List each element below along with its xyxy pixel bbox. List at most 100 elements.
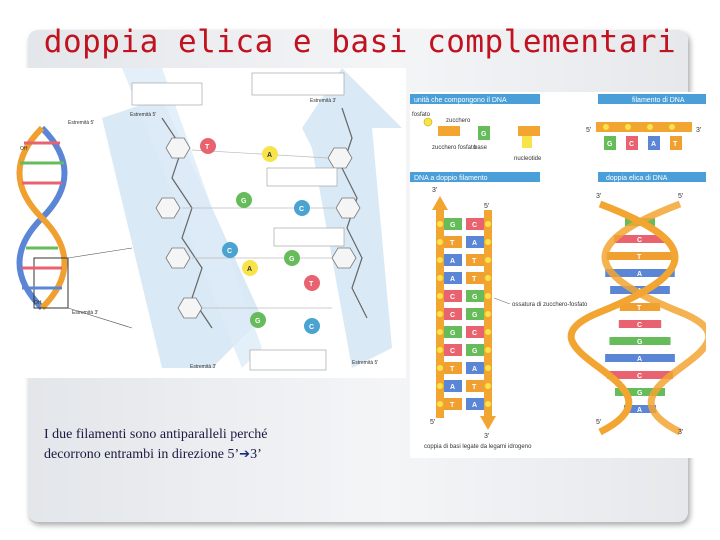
label-nucleotide: nucleotide (514, 156, 542, 162)
ladder-phosphate-left-4 (437, 275, 443, 281)
ladder-phosphate-left-10 (437, 383, 443, 389)
filament-base-3: A (651, 141, 656, 148)
helix-base-letter-12: A (637, 407, 642, 414)
svg-text:G: G (481, 131, 487, 138)
caption-line-2-suffix: 3’ (250, 447, 262, 462)
ladder-phosphate-left-2 (437, 239, 443, 245)
base-letter-10: C (309, 324, 314, 331)
ladder-phosphate-right-6 (485, 311, 491, 317)
callout-box-2 (252, 73, 344, 95)
ladder-end-5-bottom: 5' (430, 419, 435, 426)
ladder-base-letter-right-10: T (472, 384, 477, 391)
caption-line-1: I due filamenti sono antiparalleli perch… (44, 427, 268, 442)
ladder-base-letter-left-3: A (450, 258, 455, 265)
ladder-base-letter-right-1: C (472, 222, 477, 229)
base-letter-4: C (299, 206, 304, 213)
helix-base-letter-3: T (637, 254, 642, 261)
ladder-phosphate-left-1 (437, 221, 443, 227)
helix-base-letter-11: G (637, 390, 643, 397)
dna-double-helix: GCTAATCGACGA (571, 204, 706, 432)
end-label-top-right: Estremità 3' (310, 98, 336, 104)
helix-base-letter-7: C (637, 322, 642, 329)
base-letter-2: A (267, 152, 272, 159)
nucleotide-sugar (518, 126, 540, 136)
mini-helix (20, 128, 69, 308)
filament-base-4: T (673, 141, 678, 148)
filament-end-5: 5' (586, 127, 591, 134)
ladder-base-letter-right-4: T (472, 276, 477, 283)
ladder-end-3-top: 3' (432, 187, 437, 194)
dna-molecular-figure: Estremità 5' Estremità 3' OH OH (12, 68, 406, 378)
caption: I due filamenti sono antiparalleli perch… (44, 425, 384, 465)
base-letter-7: A (247, 266, 252, 273)
ladder-phosphate-right-10 (485, 383, 491, 389)
header-units: unità che compongono il DNA (414, 97, 507, 104)
callout-box-1 (132, 83, 202, 105)
ladder-end-5-top: 5' (484, 203, 489, 210)
dna-molecular-illustration: Estremità 5' Estremità 3' OH OH (12, 68, 406, 378)
filament-backbone (596, 122, 692, 132)
ladder-phosphate-left-3 (437, 257, 443, 263)
sugar-unit (438, 126, 460, 136)
arrow-right-icon: ➔ (239, 447, 250, 462)
label-sugar: zucchero (446, 118, 471, 124)
base-letter-6: G (289, 256, 295, 263)
end-label-top-left: Estremità 5' (130, 112, 156, 118)
helix-base-letter-2: C (637, 237, 642, 244)
mini-helix-end-bottom-label: Estremità 3' (72, 310, 98, 316)
ladder-phosphate-left-7 (437, 329, 443, 335)
header-double-filament: DNA a doppio filamento (414, 175, 488, 182)
helix-base-letter-10: C (637, 373, 642, 380)
ladder-phosphate-right-2 (485, 239, 491, 245)
ladder-phosphate-left-6 (437, 311, 443, 317)
ladder-phosphate-right-4 (485, 275, 491, 281)
helix-end-3-top: 3' (596, 193, 601, 200)
ladder-base-letter-left-1: G (450, 222, 456, 229)
helix-base-letter-9: A (637, 356, 642, 363)
nucleotide-base (522, 136, 532, 148)
filament-end-3: 3' (696, 127, 701, 134)
caption-line-2-prefix: decorrono entrambi in direzione 5’ (44, 447, 239, 462)
ladder-base-letter-right-11: A (472, 402, 477, 409)
ladder-phosphate-right-9 (485, 365, 491, 371)
slide-bottom-rule (28, 512, 688, 523)
callout-box-4 (274, 228, 344, 246)
ladder-base-letter-left-2: T (450, 240, 455, 247)
ladder-phosphate-left-5 (437, 293, 443, 299)
end-label-bottom-right: Estremità 5' (352, 360, 378, 366)
oh-top-label: OH (20, 146, 28, 152)
ladder-base-letter-left-9: T (450, 366, 455, 373)
ladder-phosphate-right-1 (485, 221, 491, 227)
ladder-base-letter-right-2: A (472, 240, 477, 247)
ladder-phosphate-left-9 (437, 365, 443, 371)
mini-helix-end-top-label: Estremità 5' (68, 120, 94, 126)
helix-end-3-bottom: 3' (678, 429, 683, 436)
header-double-helix: doppia elica di DNA (606, 175, 668, 182)
ladder-base-letter-right-9: A (472, 366, 477, 373)
helix-end-5-top: 5' (678, 193, 683, 200)
helix-end-5-bottom: 5' (596, 419, 601, 426)
ladder-phosphate-left-8 (437, 347, 443, 353)
ladder-base-letter-left-8: C (450, 348, 455, 355)
slide-title: doppia elica e basi complementari (0, 24, 720, 60)
helix-base-letter-6: T (637, 305, 642, 312)
dna-schematic-figure: unità che compongono il DNA filamento di… (410, 92, 706, 458)
ladder-base-letter-right-7: C (472, 330, 477, 337)
ladder-base-letter-left-6: C (450, 312, 455, 319)
ladder-base-letter-left-4: A (450, 276, 455, 283)
base-letter-8: T (309, 281, 314, 288)
base-letter-3: G (241, 198, 247, 205)
helix-base-letter-4: A (637, 271, 642, 278)
label-phosphate: fosfato (412, 112, 431, 118)
ladder-base-letter-left-5: C (450, 294, 455, 301)
callout-box-5 (250, 350, 326, 370)
ladder-base-letter-right-8: G (472, 348, 478, 355)
ladder-base-letter-left-7: G (450, 330, 456, 337)
phosphate-unit (424, 118, 432, 126)
header-filament: filamento di DNA (632, 97, 685, 104)
ladder-base-letter-right-6: G (472, 312, 478, 319)
label-sugar-phosphate: zucchero fosfato (432, 145, 477, 151)
ladder-end-3-bottom: 3' (484, 433, 489, 440)
ladder-base-letter-left-10: A (450, 384, 455, 391)
